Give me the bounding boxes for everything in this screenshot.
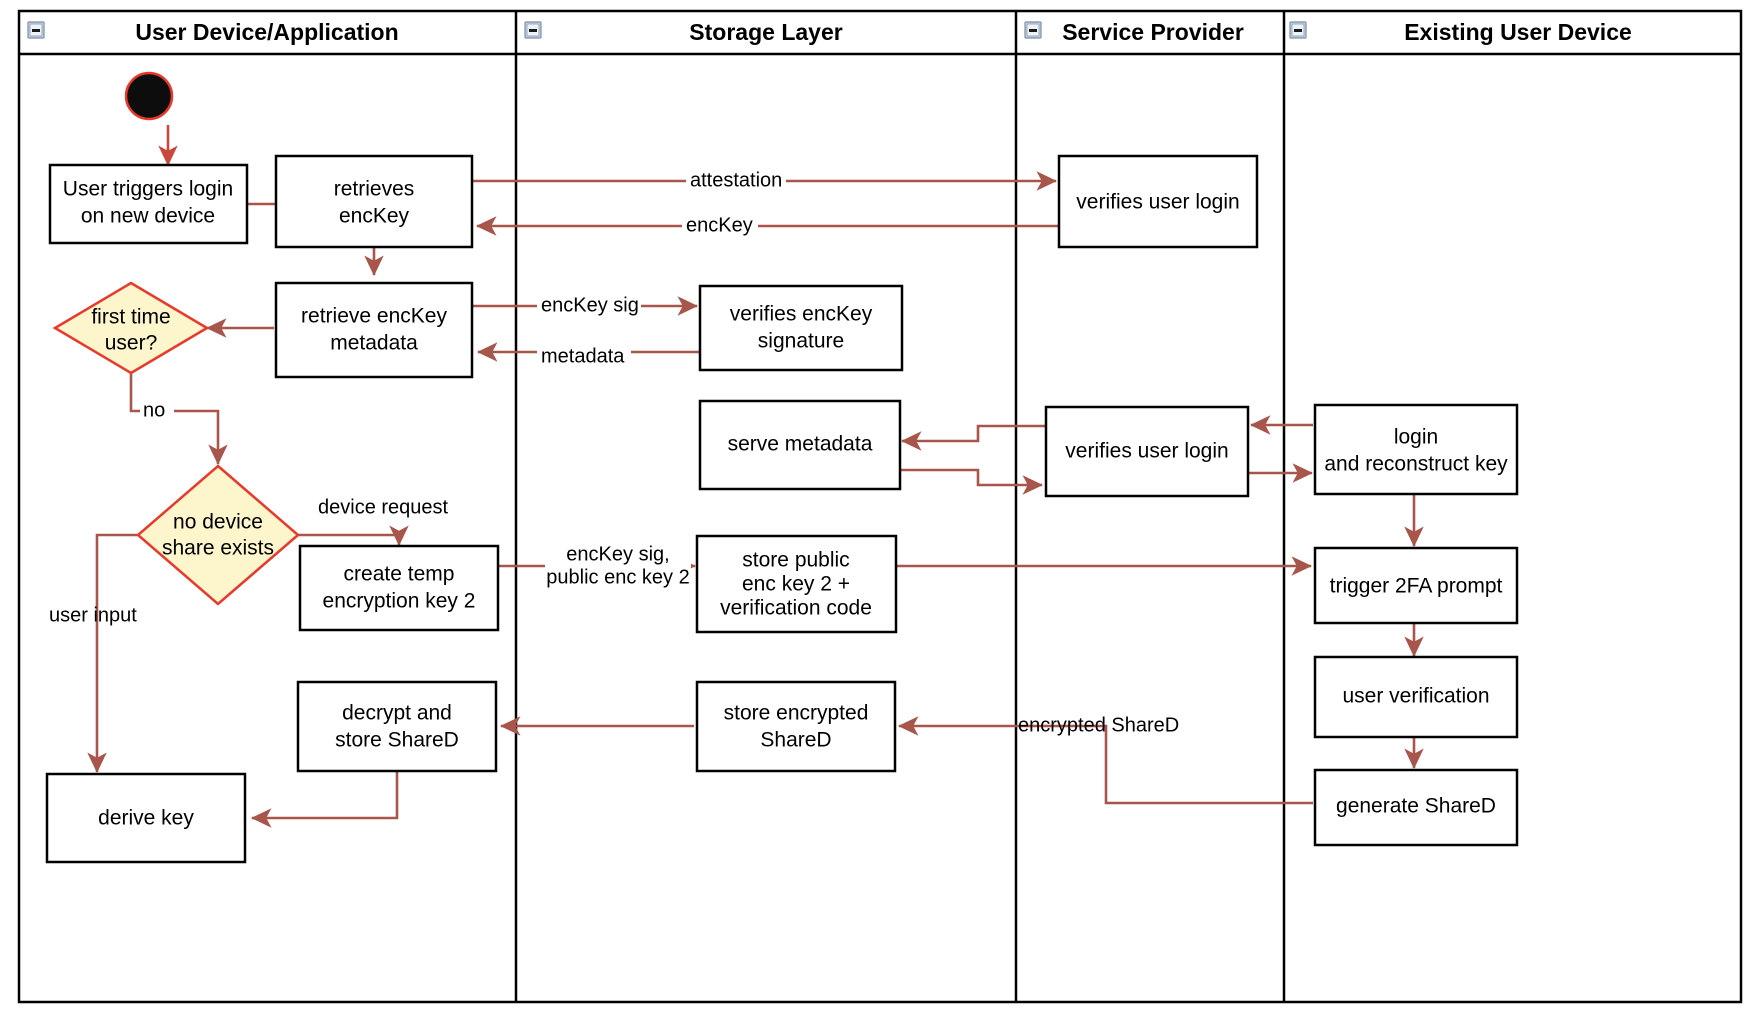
node-label-line: verifies user login	[1065, 440, 1228, 463]
node-label-line: enc key 2 +	[742, 573, 850, 596]
lane-header-label: Existing User Device	[1404, 19, 1632, 45]
node-label-line: User triggers login	[63, 178, 233, 201]
node-store-public-enc-key-2[interactable]: store public enc key 2 + verification co…	[695, 534, 898, 634]
edge-label-attestation: attestation	[690, 169, 782, 191]
node-label-line: user verification	[1342, 685, 1489, 708]
node-label-line: verifies user login	[1076, 191, 1239, 214]
node-label-line: decrypt and	[342, 702, 452, 725]
edge-label-no: no	[143, 399, 165, 421]
node-user-triggers-login[interactable]: User triggers login on new device	[48, 163, 249, 245]
node-trigger-2fa-prompt[interactable]: trigger 2FA prompt	[1313, 546, 1519, 625]
node-label-line: store encrypted	[724, 702, 869, 725]
node-label-line: store public	[742, 549, 849, 572]
edge-label-enckey-sig-line1: encKey sig,	[566, 543, 669, 565]
node-label-line: signature	[758, 330, 844, 353]
node-label-line: encKey	[339, 205, 410, 228]
node-label-line: derive key	[98, 807, 194, 830]
node-label-line: trigger 2FA prompt	[1330, 575, 1503, 598]
node-retrieve-enckey-metadata[interactable]: retrieve encKey metadata	[274, 281, 474, 379]
flow-no-branch	[129, 374, 228, 465]
edge-label-device-request: device request	[318, 496, 449, 518]
node-label-line: login	[1394, 426, 1438, 449]
lane-header-label: User Device/Application	[135, 19, 398, 45]
node-label-line: retrieves	[334, 178, 415, 201]
node-first-time-user-decision[interactable]: first time user?	[52, 281, 210, 375]
edge-label-encrypted-shared: encrypted ShareD	[1018, 714, 1179, 736]
node-label-line: verifies encKey	[730, 303, 873, 326]
node-label-line: first time	[91, 306, 170, 329]
node-serve-metadata[interactable]: serve metadata	[698, 399, 902, 491]
node-no-device-share-exists-decision[interactable]: no device share exists	[136, 464, 300, 606]
flow-device-request	[298, 525, 409, 546]
node-label-line: no device	[173, 511, 263, 534]
node-verifies-user-login-1[interactable]: verifies user login	[1057, 154, 1259, 249]
node-verifies-enckey-signature[interactable]: verifies encKey signature	[698, 284, 904, 372]
flow-serve-metadata-to-verifies2	[900, 468, 1043, 495]
edge-label-user-input: user input	[49, 604, 137, 626]
node-label-line: retrieve encKey	[301, 305, 447, 328]
lane-header-user-device[interactable]: User Device/Application	[27, 19, 399, 45]
node-user-verification[interactable]: user verification	[1313, 655, 1519, 739]
node-retrieves-enckey[interactable]: retrieves encKey	[274, 154, 474, 249]
node-label-line: user?	[105, 332, 158, 355]
lane-header-service-provider[interactable]: Service Provider	[1024, 19, 1244, 45]
edge-label-enckey: encKey	[686, 214, 753, 236]
node-label-line: generate ShareD	[1336, 795, 1496, 818]
node-label-line: and reconstruct key	[1324, 453, 1508, 476]
node-verifies-user-login-2[interactable]: verifies user login	[1044, 405, 1250, 498]
minus-box-icon[interactable]	[1024, 21, 1042, 39]
minus-box-icon[interactable]	[27, 21, 45, 39]
node-label-line: encryption key 2	[323, 590, 476, 613]
node-derive-key[interactable]: derive key	[45, 772, 247, 864]
minus-box-icon[interactable]	[524, 21, 542, 39]
edge-label-public-enc-key-2-line2: public enc key 2	[546, 566, 689, 588]
lane-header-label: Storage Layer	[689, 19, 842, 45]
node-store-encrypted-shared[interactable]: store encrypted ShareD	[695, 680, 897, 773]
edge-label-metadata: metadata	[541, 345, 625, 367]
start-node	[124, 71, 174, 121]
node-decrypt-and-store-shared[interactable]: decrypt and store ShareD	[296, 680, 498, 773]
flow-user-input	[87, 533, 138, 773]
node-label-line: ShareD	[760, 729, 831, 752]
edge-label-enckey-sig: encKey sig	[541, 294, 639, 316]
node-login-and-reconstruct-key[interactable]: login and reconstruct key	[1313, 403, 1519, 496]
edge-labels: attestation encKey encKey sig metadata d…	[49, 169, 1179, 736]
node-label-line: create temp	[344, 563, 455, 586]
flow-decrypt-to-derive	[251, 771, 399, 828]
node-label-line: store ShareD	[335, 729, 459, 752]
node-create-temp-encryption-key-2[interactable]: create temp encryption key 2	[298, 544, 500, 632]
node-label-line: share exists	[162, 537, 274, 560]
flow-verifies2-to-serve-metadata	[901, 424, 1045, 451]
minus-box-icon[interactable]	[1289, 21, 1307, 39]
node-label-line: on new device	[81, 205, 215, 228]
node-generate-shared[interactable]: generate ShareD	[1313, 768, 1519, 847]
lane-header-storage-layer[interactable]: Storage Layer	[524, 19, 843, 45]
lane-header-existing-user-device[interactable]: Existing User Device	[1289, 19, 1632, 45]
lane-header-label: Service Provider	[1062, 19, 1244, 45]
node-label-line: verification code	[720, 597, 872, 620]
flow-encrypted-shared	[898, 716, 1313, 805]
node-label-line: metadata	[330, 332, 418, 355]
node-label-line: serve metadata	[728, 433, 873, 456]
